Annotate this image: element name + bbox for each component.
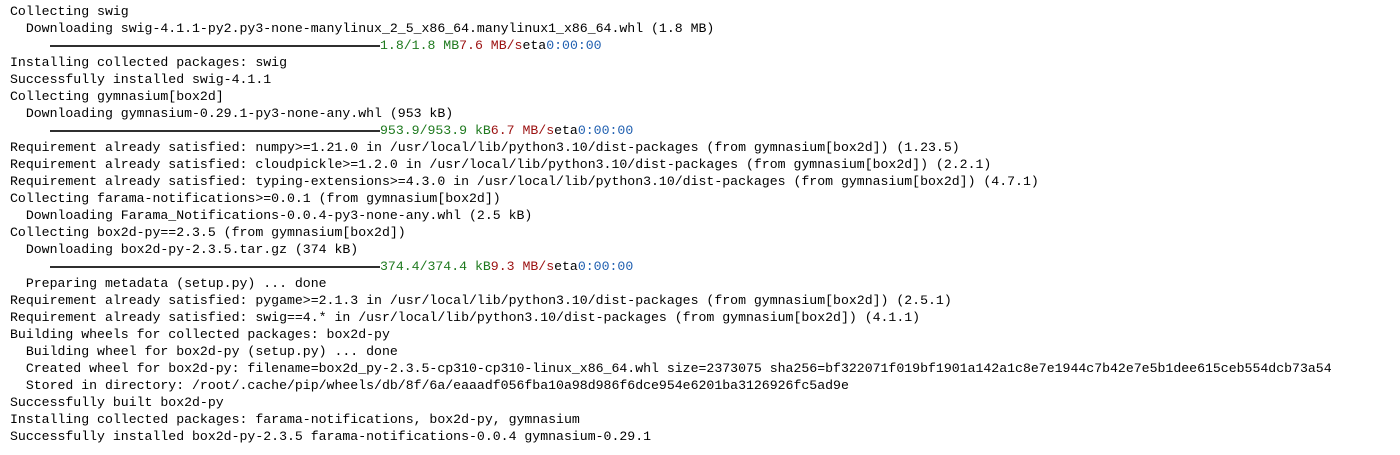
output-line: Created wheel for box2d-py: filename=box… (10, 361, 1332, 376)
terminal-output: Collecting swig Downloading swig-4.1.1-p… (10, 3, 1400, 445)
progress-eta-label: eta (554, 259, 578, 274)
progress-eta: 0:00:00 (546, 38, 602, 53)
output-line: Requirement already satisfied: swig==4.*… (10, 310, 921, 325)
progress-bar-fill (50, 45, 380, 47)
progress-amount: 953.9/953.9 kB (380, 123, 491, 138)
output-line: Downloading Farama_Notifications-0.0.4-p… (10, 208, 533, 223)
output-line: Requirement already satisfied: pygame>=2… (10, 293, 952, 308)
progress-bar-fill (50, 266, 380, 268)
progress-speed: 6.7 MB/s (490, 123, 555, 138)
output-line: Collecting farama-notifications>=0.0.1 (… (10, 191, 501, 206)
output-line: Requirement already satisfied: typing-ex… (10, 174, 1039, 189)
output-line: Stored in directory: /root/.cache/pip/wh… (10, 378, 849, 393)
output-line: Requirement already satisfied: numpy>=1.… (10, 140, 960, 155)
output-line: Collecting gymnasium[box2d] (10, 89, 224, 104)
progress-speed: 7.6 MB/s (459, 38, 523, 53)
output-line: Collecting swig (10, 4, 129, 19)
output-line: Installing collected packages: swig (10, 55, 287, 70)
output-line: Preparing metadata (setup.py) ... done (10, 276, 327, 291)
progress-bar (10, 37, 380, 54)
output-line: Successfully installed swig-4.1.1 (10, 72, 272, 87)
progress-line: 953.9/953.9 kB 6.7 MB/s eta 0:00:00 (10, 122, 1400, 139)
output-line: Collecting box2d-py==2.3.5 (from gymnasi… (10, 225, 406, 240)
progress-speed: 9.3 MB/s (490, 259, 555, 274)
progress-bar (10, 258, 380, 275)
output-line: Building wheels for collected packages: … (10, 327, 390, 342)
output-line: Requirement already satisfied: cloudpick… (10, 157, 992, 172)
output-line: Successfully installed box2d-py-2.3.5 fa… (10, 429, 652, 444)
output-line: Building wheel for box2d-py (setup.py) .… (10, 344, 398, 359)
output-line: Downloading box2d-py-2.3.5.tar.gz (374 k… (10, 242, 359, 257)
output-line: Successfully built box2d-py (10, 395, 224, 410)
progress-amount: 1.8/1.8 MB (380, 38, 460, 53)
progress-eta-label: eta (554, 123, 578, 138)
progress-eta-label: eta (522, 38, 547, 53)
progress-eta: 0:00:00 (577, 259, 634, 274)
progress-amount: 374.4/374.4 kB (380, 259, 491, 274)
progress-bar-fill (50, 130, 380, 132)
progress-line: 1.8/1.8 MB 7.6 MB/s eta 0:00:00 (10, 37, 1400, 54)
progress-eta: 0:00:00 (577, 123, 634, 138)
progress-line: 374.4/374.4 kB 9.3 MB/s eta 0:00:00 (10, 258, 1400, 275)
output-line: Downloading gymnasium-0.29.1-py3-none-an… (10, 106, 454, 121)
output-line: Downloading swig-4.1.1-py2.py3-none-many… (10, 21, 715, 36)
progress-bar (10, 122, 380, 139)
output-line: Installing collected packages: farama-no… (10, 412, 580, 427)
